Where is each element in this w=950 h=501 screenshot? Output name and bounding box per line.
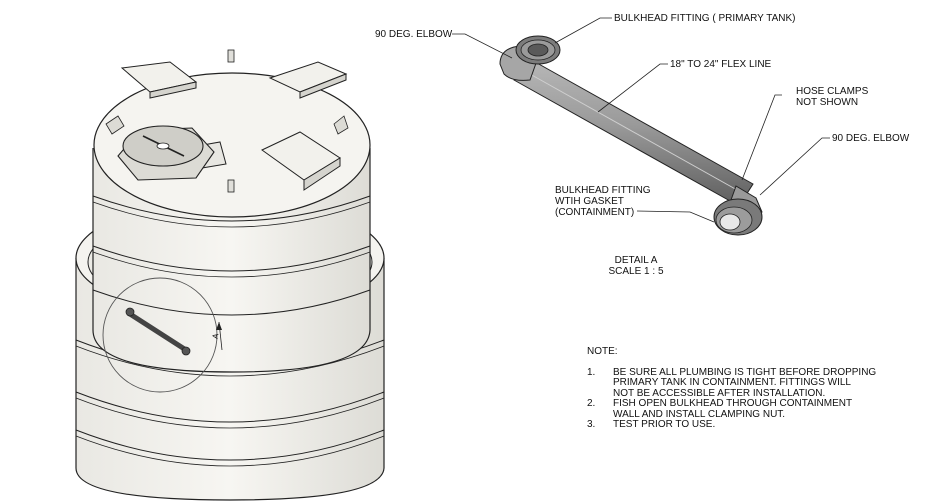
note-line: FISH OPEN BULKHEAD THROUGH CONTAINMENT: [613, 398, 853, 409]
detail-a-circle: [102, 277, 218, 393]
primary-tank: [92, 49, 371, 373]
note-line: NOT BE ACCESSIBLE AFTER INSTALLATION.: [613, 387, 826, 399]
callout-hose-clamps-line1: HOSE CLAMPS: [796, 86, 869, 97]
note-line: PRIMARY TANK IN CONTAINMENT. FITTINGS WI…: [613, 377, 851, 388]
detail-label: DETAIL A SCALE 1 : 5: [598, 255, 674, 277]
note-number: 3.: [587, 419, 596, 430]
tank-plumbing: [125, 307, 191, 356]
note-line: WALL AND INSTALL CLAMPING NUT.: [613, 408, 786, 420]
note-number: 2.: [587, 398, 596, 409]
note-text: BE SURE ALL PLUMBING IS TIGHT BEFORE DRO…: [613, 366, 917, 400]
detail-scale: SCALE 1 : 5: [608, 266, 664, 277]
bulkhead-fitting-containment: [713, 198, 763, 236]
callout-flex-line: 18" TO 24" FLEX LINE: [670, 59, 772, 70]
note-item: 2. FISH OPEN BULKHEAD THROUGH CONTAINMEN…: [587, 398, 917, 420]
bulkhead-fitting-primary: [515, 35, 561, 65]
callout-bulkhead-containment-line1: BULKHEAD FITTING: [555, 185, 651, 196]
detail-title: DETAIL A: [614, 255, 658, 266]
note-text: FISH OPEN BULKHEAD THROUGH CONTAINMENT W…: [613, 398, 917, 420]
notes-heading: NOTE:: [587, 346, 618, 357]
note-text: TEST PRIOR TO USE.: [613, 419, 917, 431]
callout-bulkhead-containment-line3: (CONTAINMENT): [555, 207, 635, 218]
svg-text:A: A: [211, 332, 221, 339]
note-number: 1.: [587, 366, 596, 378]
notes-block: NOTE: 1. BE SURE ALL PLUMBING IS TIGHT B…: [587, 346, 917, 431]
callout-bulkhead-containment-line2: WTIH GASKET: [555, 196, 624, 207]
note-line: BE SURE ALL PLUMBING IS TIGHT BEFORE DRO…: [613, 366, 877, 378]
callout-hose-clamps: HOSE CLAMPS NOT SHOWN: [796, 86, 868, 108]
note-line: TEST PRIOR TO USE.: [613, 419, 716, 430]
detail-a-marker: A: [211, 321, 223, 351]
callout-elbow-right: 90 DEG. ELBOW: [832, 133, 910, 144]
callout-bulkhead-primary: BULKHEAD FITTING ( PRIMARY TANK): [614, 13, 796, 24]
callout-elbow-top: 90 DEG. ELBOW: [375, 29, 453, 40]
callout-hose-clamps-line2: NOT SHOWN: [796, 97, 859, 108]
flex-line: [513, 57, 754, 207]
note-item: 1. BE SURE ALL PLUMBING IS TIGHT BEFORE …: [587, 366, 917, 400]
note-item: 3. TEST PRIOR TO USE.: [587, 419, 917, 431]
leader-lines: [452, 17, 830, 223]
callout-bulkhead-containment: BULKHEAD FITTING WTIH GASKET (CONTAINMEN…: [555, 185, 651, 218]
